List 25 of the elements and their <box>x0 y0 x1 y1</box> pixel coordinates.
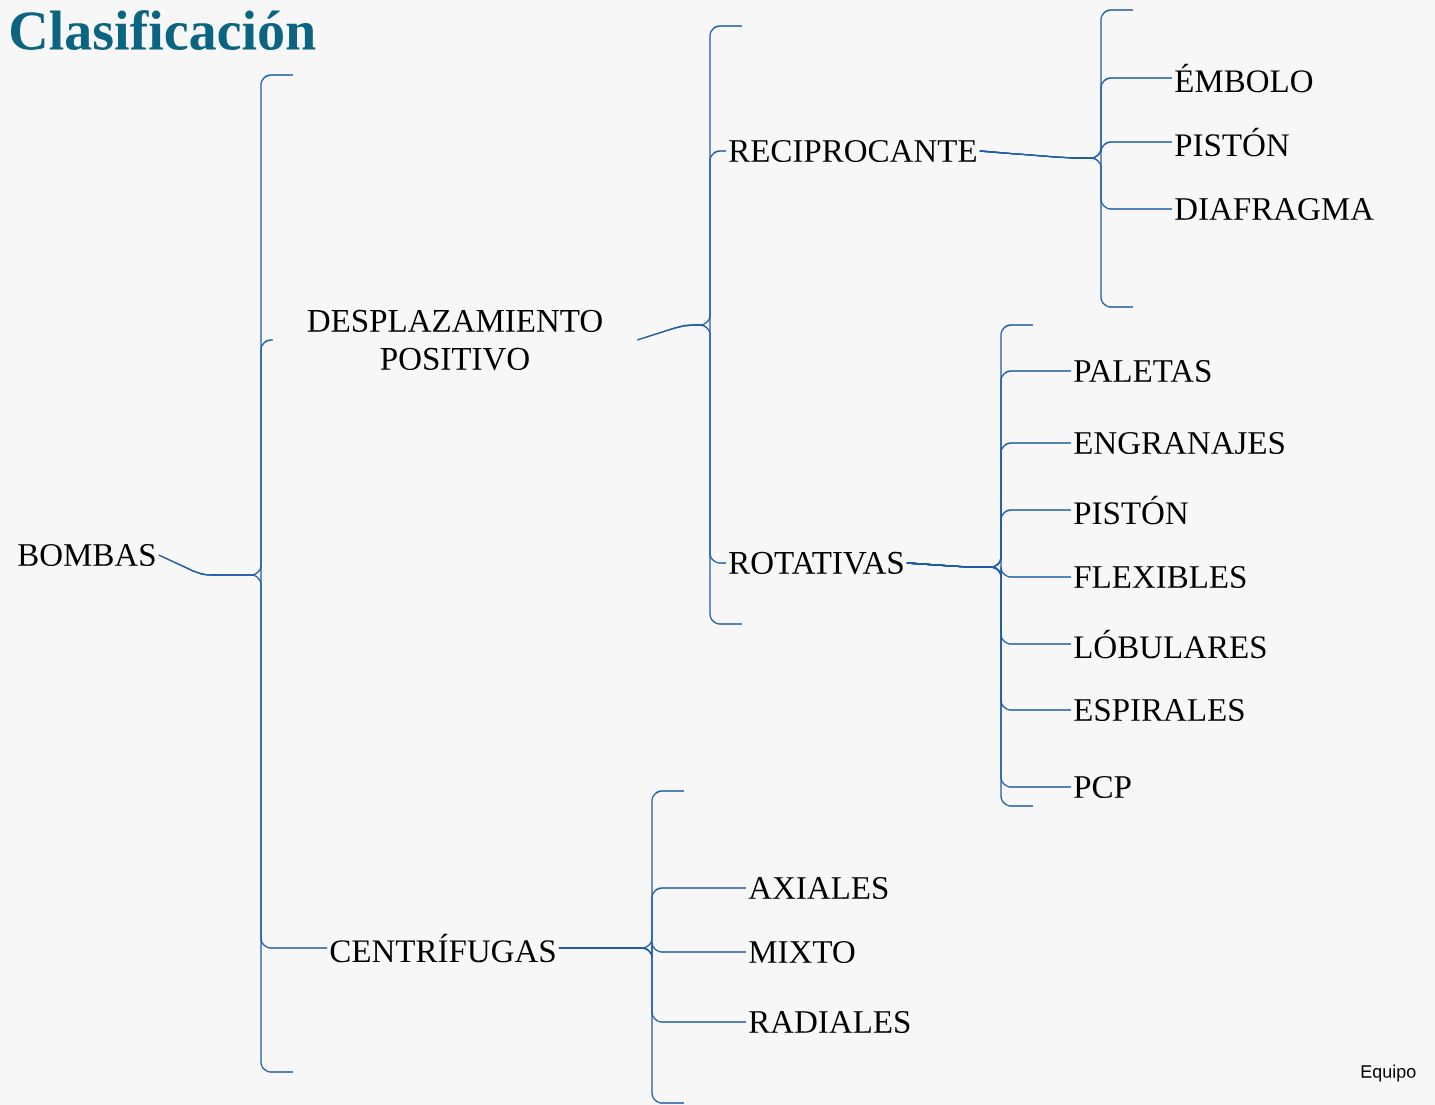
brace-connector <box>906 562 1072 788</box>
category-text: RECIPROCANTE <box>729 139 976 163</box>
category-text: FLEXIBLES <box>1074 565 1246 589</box>
footer-text: Equipo <box>1361 1064 1416 1082</box>
category-text: RADIALES <box>749 1010 910 1034</box>
title: Clasificación <box>10 10 316 50</box>
category-text: ENGRANAJES <box>1074 431 1284 455</box>
brace-connector <box>558 947 747 1023</box>
category-text: DIAFRAGMA <box>1175 197 1374 221</box>
category-text: ROTATIVAS <box>729 551 903 575</box>
category-text: PISTÓN <box>1074 495 1188 525</box>
category-text: DESPLAZAMIENTO POSITIVO <box>307 309 602 371</box>
category-text: ESPIRALES <box>1074 698 1244 722</box>
category-text: BOMBAS <box>18 543 155 567</box>
category-text: AXIALES <box>748 876 888 900</box>
brace-connector <box>979 150 1173 210</box>
category-text: PISTÓN <box>1175 127 1289 157</box>
category-text: MIXTO <box>749 940 855 964</box>
category-text: ÉMBOLO <box>1175 63 1313 93</box>
category-text: PCP <box>1074 775 1131 799</box>
brace-connector <box>636 324 727 564</box>
category-text: CENTRÍFUGAS <box>330 933 555 963</box>
brace-connector <box>158 554 328 949</box>
category-text: LÓBULARES <box>1074 629 1266 659</box>
category-text: PALETAS <box>1074 359 1211 383</box>
